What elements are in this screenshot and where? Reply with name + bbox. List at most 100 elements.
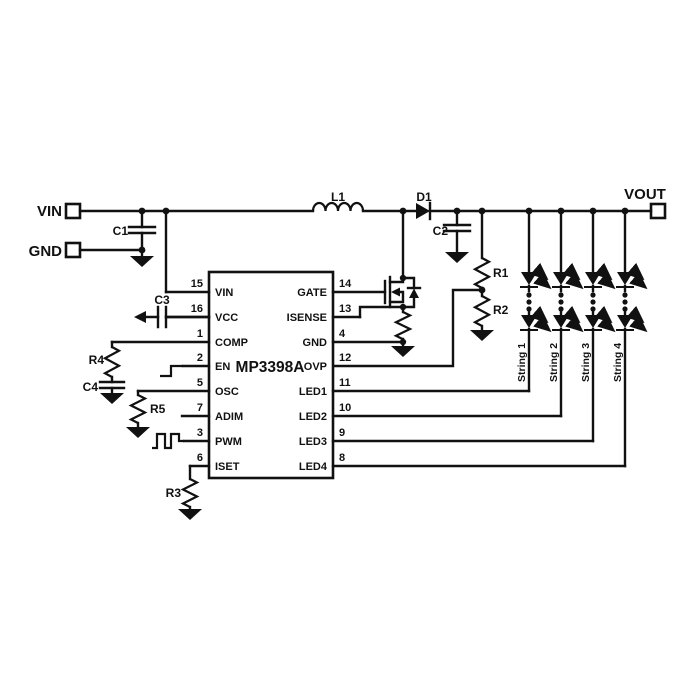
resistor-r3-symbol	[180, 478, 200, 508]
vout-terminal: VOUT	[624, 186, 667, 220]
pin-num-9: 9	[339, 427, 345, 439]
diode-d1: D1	[416, 190, 432, 221]
mosfet-drain-wire	[388, 209, 405, 284]
label-r4: R4	[89, 353, 105, 367]
vin-terminal-label: VIN	[37, 203, 62, 220]
led-string-1-label: String 1	[516, 343, 528, 382]
gnd-terminal-label: GND	[29, 243, 63, 260]
vout-terminal-pad	[649, 202, 667, 220]
mosfet-symbol	[383, 209, 422, 309]
pin-num-1: 1	[197, 328, 203, 340]
en-step-icon	[160, 364, 183, 378]
pin-num-12: 12	[339, 352, 351, 364]
pin-label-gnd: GND	[303, 337, 328, 349]
sense-resistor-symbol	[393, 311, 413, 341]
led-ray-icon	[594, 305, 613, 324]
capacitor-c2: C2	[433, 209, 472, 263]
led-string-4: String 4	[612, 209, 648, 468]
gnd-terminal: GND	[29, 241, 82, 260]
sense-resistor	[391, 305, 415, 357]
led-ray-icon	[597, 271, 616, 290]
body-diode-symbol	[401, 276, 422, 309]
pin-num-7: 7	[197, 402, 203, 414]
label-d1: D1	[416, 190, 432, 204]
pin-label-en: EN	[215, 361, 230, 373]
inductor-l1: L1	[311, 190, 365, 212]
pin-label-iset: ISET	[215, 461, 240, 473]
ground-icon	[130, 256, 154, 267]
led-ray-icon	[629, 314, 648, 333]
pin-num-2: 2	[197, 352, 203, 364]
mosfet-arrow-icon	[391, 287, 400, 297]
capacitor-c3: C3	[134, 293, 211, 329]
power-rail-wires	[78, 209, 653, 252]
resistor-r2-symbol	[472, 295, 492, 327]
vin-terminal-pad	[64, 202, 82, 220]
label-c4: C4	[83, 380, 99, 394]
ovp-divider-r1-r2: R1 R2	[331, 209, 509, 368]
pin-label-gate: GATE	[297, 287, 327, 299]
pin-label-adim: ADIM	[215, 411, 243, 423]
ground-icon	[100, 393, 124, 404]
resistor-r4-symbol	[102, 346, 122, 378]
label-r2: R2	[493, 303, 509, 317]
ground-icon	[178, 509, 202, 520]
label-l1: L1	[331, 190, 345, 204]
ic-body	[207, 270, 335, 480]
resistor-r1-symbol	[472, 257, 492, 289]
led-ray-icon	[530, 262, 549, 281]
label-r5: R5	[150, 402, 166, 416]
pin-num-8: 8	[339, 452, 345, 464]
ic-part-number: MP3398A	[236, 359, 305, 376]
pin-num-15: 15	[191, 278, 203, 290]
led-ray-icon	[594, 262, 613, 281]
ground-icon	[391, 346, 415, 357]
vin-terminal: VIN	[37, 202, 82, 220]
capacitor-c1: C1	[113, 209, 157, 267]
label-c2: C2	[433, 224, 449, 238]
pin-num-5: 5	[197, 377, 203, 389]
pin-label-vcc: VCC	[215, 312, 238, 324]
isense-wire	[358, 305, 405, 319]
ground-icon	[126, 427, 150, 438]
junction-dots	[138, 207, 629, 346]
off-page-arrow-icon	[134, 311, 146, 323]
pin-num-11: 11	[339, 377, 351, 389]
label-c1: C1	[113, 224, 129, 238]
pin-num-16: 16	[191, 303, 203, 315]
led-ray-icon	[626, 305, 645, 324]
led-string-3-label: String 3	[580, 343, 592, 382]
ovp-feedback-wire	[331, 288, 484, 368]
pin-num-14: 14	[339, 278, 352, 290]
led-ray-icon	[629, 271, 648, 290]
led-ray-icon	[565, 271, 584, 290]
pin-num-6: 6	[197, 452, 203, 464]
pin-num-10: 10	[339, 402, 351, 414]
pin-num-4: 4	[339, 328, 346, 340]
label-r1: R1	[493, 266, 509, 280]
pin-label-ovp: OVP	[304, 361, 327, 373]
pin-label-vin: VIN	[215, 287, 233, 299]
led-string-2-label: String 2	[548, 343, 560, 382]
pin-label-comp: COMP	[215, 337, 248, 349]
pin-num-13: 13	[339, 303, 351, 315]
gnd-terminal-pad	[64, 241, 82, 259]
led-ray-icon	[626, 262, 645, 281]
led-string-1: String 1	[516, 209, 552, 393]
led-ray-icon	[533, 314, 552, 333]
pin-label-osc: OSC	[215, 386, 239, 398]
led-ray-icon	[562, 262, 581, 281]
pin-label-isense: ISENSE	[287, 312, 327, 324]
pin-label-led3: LED3	[299, 436, 327, 448]
ground-icon	[470, 330, 494, 341]
resistor-r5-symbol	[128, 394, 148, 424]
mosfet-source-wire	[388, 290, 405, 304]
led-string-3: String 3	[580, 209, 616, 443]
led-string-2: String 2	[548, 209, 584, 418]
ic-right-pin-stubs	[331, 290, 627, 468]
label-c3: C3	[154, 293, 170, 307]
pin-label-led2: LED2	[299, 411, 327, 423]
pin-num-3: 3	[197, 427, 203, 439]
